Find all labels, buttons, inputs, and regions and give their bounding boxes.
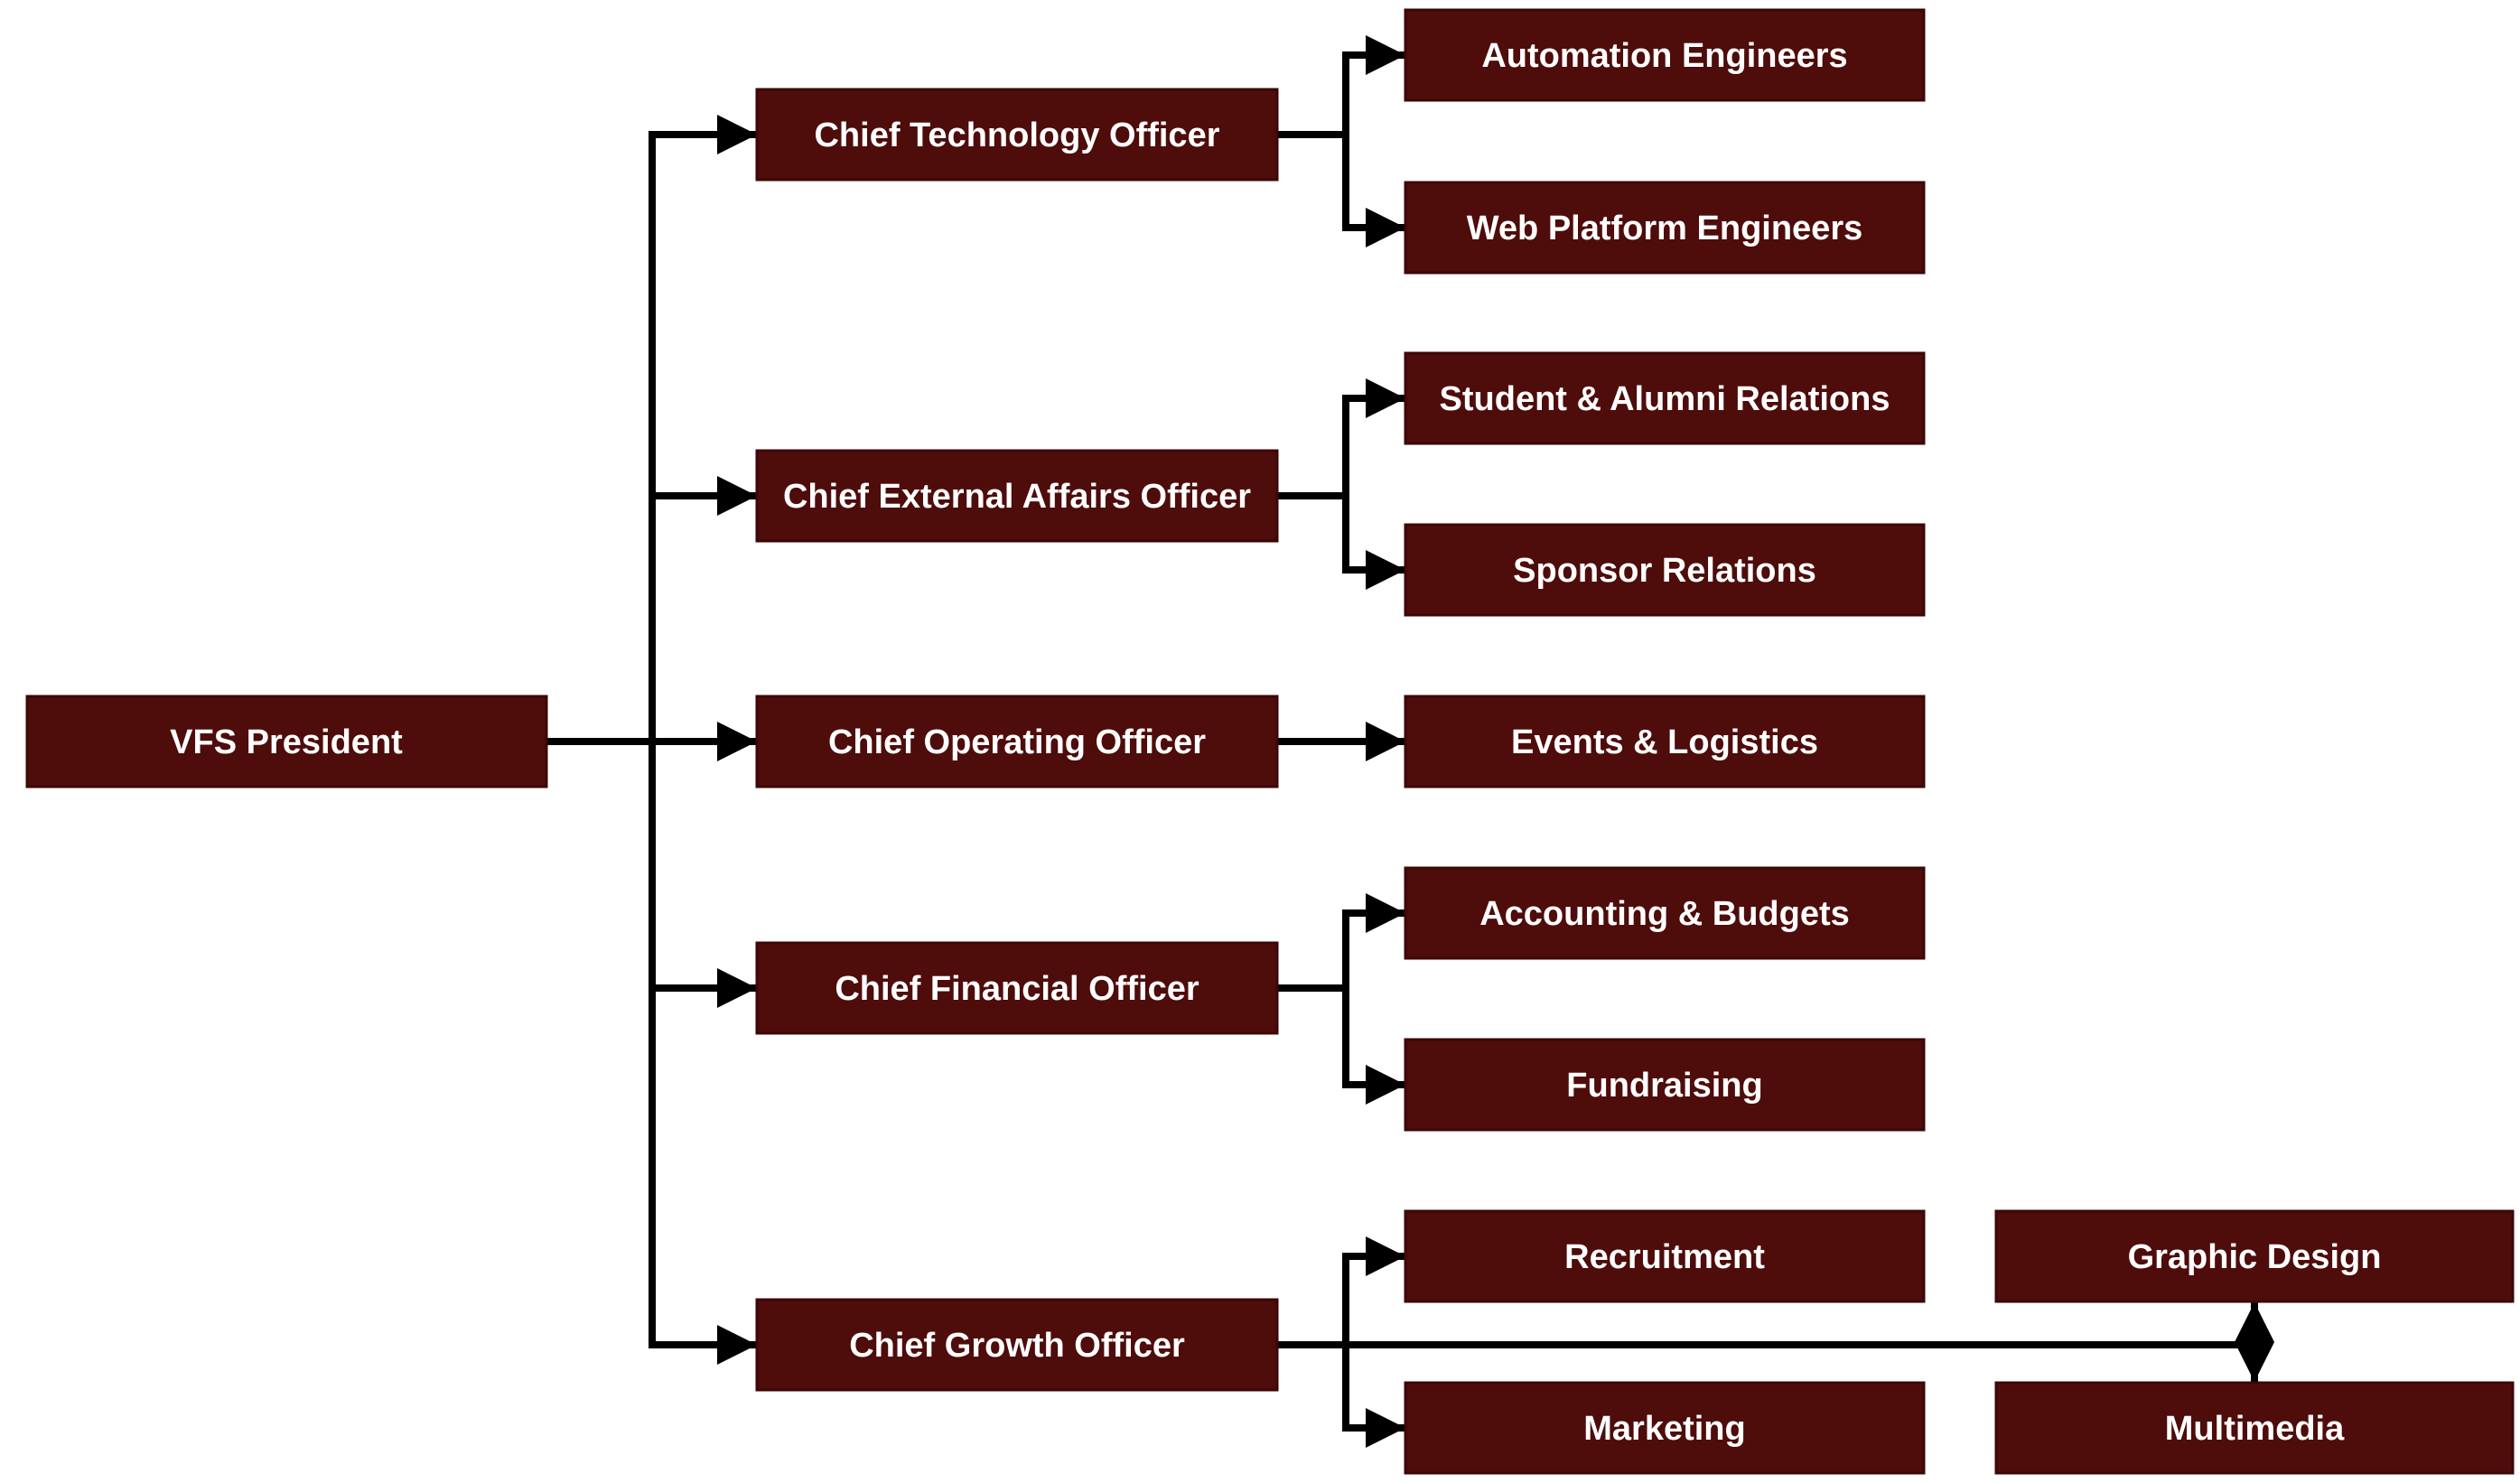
node-vfs-president: VFS President bbox=[25, 695, 548, 788]
node-web-platform-engineers: Web Platform Engineers bbox=[1404, 181, 1926, 275]
node-sponsor-relations: Sponsor Relations bbox=[1404, 523, 1926, 617]
edge-cfo-children bbox=[1342, 893, 1405, 1105]
node-chief-growth-officer: Chief Growth Officer bbox=[755, 1298, 1279, 1392]
node-coo-box bbox=[755, 695, 1279, 788]
node-student-alumni-box bbox=[1404, 351, 1926, 445]
node-events-logistics: Events & Logistics bbox=[1404, 695, 1926, 788]
node-cto-box bbox=[755, 88, 1279, 182]
node-multimedia-label: Multimedia bbox=[2165, 1410, 2345, 1448]
node-webplatform-label: Web Platform Engineers bbox=[1467, 210, 1863, 247]
node-vfs-president-box bbox=[25, 695, 548, 788]
node-chief-financial-officer: Chief Financial Officer bbox=[755, 941, 1279, 1035]
node-events-box bbox=[1404, 695, 1926, 788]
node-cgo-label: Chief Growth Officer bbox=[849, 1327, 1185, 1365]
node-cgo-box bbox=[755, 1298, 1279, 1392]
node-accounting-box bbox=[1404, 866, 1926, 960]
node-sponsor-label: Sponsor Relations bbox=[1513, 552, 1816, 590]
node-cfo-box bbox=[755, 941, 1279, 1035]
node-graphic-design-label: Graphic Design bbox=[2128, 1238, 2382, 1276]
node-accounting-budgets: Accounting & Budgets bbox=[1404, 866, 1926, 960]
node-events-label: Events & Logistics bbox=[1511, 723, 1818, 761]
node-fundraising-box bbox=[1404, 1038, 1926, 1132]
node-chief-technology-officer: Chief Technology Officer bbox=[755, 88, 1279, 182]
node-marketing-box bbox=[1404, 1381, 1926, 1475]
node-chief-operating-officer: Chief Operating Officer bbox=[755, 695, 1279, 788]
edge-cto-children bbox=[1342, 35, 1405, 247]
node-student-alumni-label: Student & Alumni Relations bbox=[1440, 380, 1890, 418]
node-chief-external-affairs-officer: Chief External Affairs Officer bbox=[755, 449, 1279, 543]
node-coo-label: Chief Operating Officer bbox=[828, 723, 1206, 761]
edge-cgo-children bbox=[1342, 1236, 1405, 1448]
node-recruitment-box bbox=[1404, 1209, 1926, 1303]
node-multimedia: Multimedia bbox=[1994, 1381, 2515, 1475]
node-marketing: Marketing bbox=[1404, 1381, 1926, 1475]
node-automation-engineers: Automation Engineers bbox=[1404, 8, 1926, 102]
node-cfo-label: Chief Financial Officer bbox=[835, 970, 1199, 1008]
node-marketing-label: Marketing bbox=[1583, 1410, 1745, 1448]
node-fundraising-label: Fundraising bbox=[1566, 1067, 1762, 1105]
node-ceao-box bbox=[755, 449, 1279, 543]
node-student-alumni-relations: Student & Alumni Relations bbox=[1404, 351, 1926, 445]
node-ceao-label: Chief External Affairs Officer bbox=[783, 478, 1251, 516]
node-webplatform-box bbox=[1404, 181, 1926, 275]
node-recruitment-label: Recruitment bbox=[1564, 1238, 1765, 1276]
node-vfs-president-label: VFS President bbox=[170, 723, 403, 761]
node-automation-box bbox=[1404, 8, 1926, 102]
node-multimedia-box bbox=[1994, 1381, 2515, 1475]
node-recruitment: Recruitment bbox=[1404, 1209, 1926, 1303]
node-graphic-design-box bbox=[1994, 1209, 2515, 1303]
node-sponsor-box bbox=[1404, 523, 1926, 617]
edge-ceao-children bbox=[1342, 378, 1405, 590]
node-graphic-design: Graphic Design bbox=[1994, 1209, 2515, 1303]
edge-layer bbox=[546, 35, 2274, 1448]
node-automation-label: Automation Engineers bbox=[1481, 37, 1847, 75]
node-accounting-label: Accounting & Budgets bbox=[1479, 895, 1850, 933]
node-fundraising: Fundraising bbox=[1404, 1038, 1926, 1132]
node-cto-label: Chief Technology Officer bbox=[814, 117, 1219, 154]
node-layer: VFS President Chief Technology Officer C… bbox=[25, 8, 2515, 1475]
